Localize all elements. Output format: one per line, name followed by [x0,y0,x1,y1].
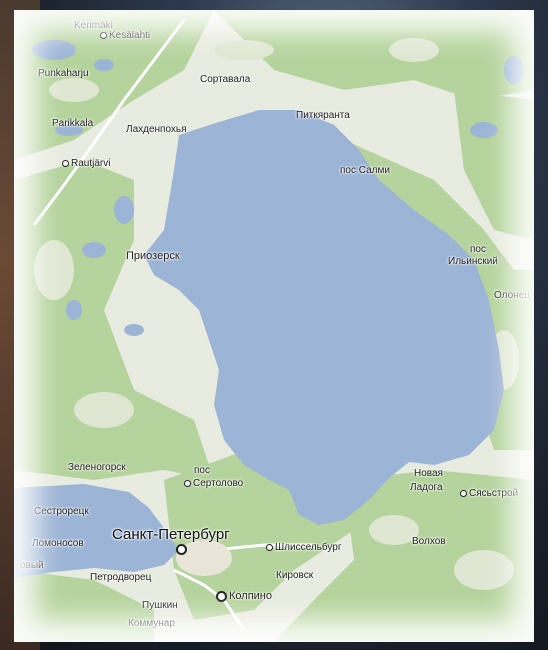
town-label-ilyinsky-pos: пос [470,244,486,255]
town-label-novy: овый [20,560,44,571]
town-label-kesalahti: Kesälahti [100,30,150,41]
town-label-novaya-ladoga-2: Ладога [410,482,443,493]
lake-ladoga [144,110,504,525]
map[interactable]: Kerimäki Kesälahti Punkaharju Parikkala … [14,10,534,642]
town-label-kirovsk: Кировск [276,570,314,581]
town-marker [62,159,69,167]
town-label-petrodvorets: Петродворец [90,572,152,583]
town-label-punkaharju: Punkaharju [38,68,89,79]
town-label-salmi: пос Салми [340,165,390,176]
map-canvas [14,10,534,642]
town-marker [460,489,467,497]
small-lakes [32,40,524,336]
town-label-lomonosov: Ломоносов [32,538,84,549]
city-area [176,540,232,576]
town-label-pushkin: Пушкин [142,600,178,611]
town-label-priozersk: Приозерск [126,250,180,262]
clearings [34,38,519,590]
town-label-kerimaki: Kerimäki [74,20,113,31]
town-label-pitkyaranta: Питкяранта [296,110,350,121]
town-label-rautjarvi: Rautjärvi [62,158,110,169]
town-marker [216,590,227,602]
town-label-sortavala: Сортавала [200,74,251,85]
town-marker [100,31,107,39]
town-label-kommunar: Коммунар [128,618,175,629]
town-label-volkhov: Волхов [412,536,446,547]
city-marker-saint-petersburg [176,544,189,555]
town-label-shlisselburg: Шлиссельбург [266,542,341,553]
city-label-saint-petersburg: Санкт-Петербург [112,526,230,543]
town-label-kolpino: Колпино [216,590,272,602]
city-marker [176,544,187,555]
town-label-zelenogorsk: Зеленогорск [68,462,126,473]
forest-areas [14,10,534,642]
town-label-sertolovo: Сертолово [184,478,243,489]
town-label-sertolovo-pos: пос [194,465,210,476]
town-label-ilyinsky: Ильинский [448,256,498,267]
town-label-sestroretsk: Сестрорецк [34,506,89,517]
town-marker [184,479,191,487]
town-label-syasstroy: Сясьстрой [460,488,518,499]
town-marker [266,543,273,551]
town-label-novaya-ladoga-1: Новая [414,468,443,479]
town-label-parikkala: Parikkala [52,118,94,129]
town-label-olonets: Олонец [494,290,530,301]
town-label-lahdenpohja: Лахденпохья [126,124,187,135]
gulf-of-finland [14,484,179,578]
